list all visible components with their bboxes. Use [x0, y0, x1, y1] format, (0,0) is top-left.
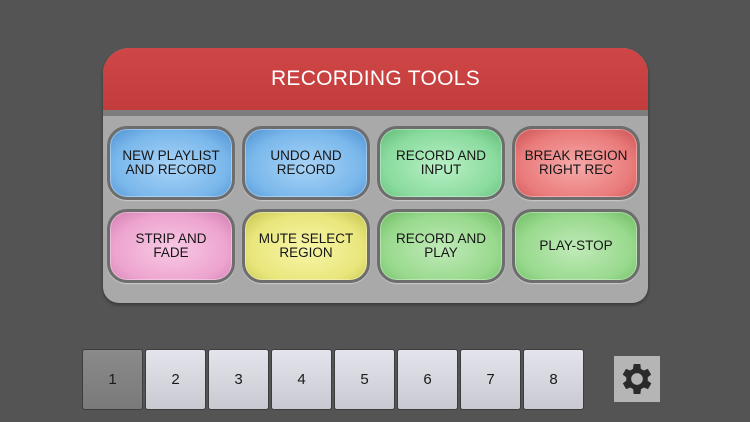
- page-tab-1[interactable]: 1: [82, 349, 143, 410]
- page-tab-6[interactable]: 6: [397, 349, 458, 410]
- record-and-input-button[interactable]: RECORD AND INPUT: [377, 126, 505, 200]
- recording-tools-panel: RECORDING TOOLS NEW PLAYLIST AND RECORD …: [103, 48, 648, 303]
- mute-select-region-button[interactable]: MUTE SELECT REGION: [242, 209, 370, 283]
- gear-icon: [622, 364, 652, 394]
- undo-and-record-button[interactable]: UNDO AND RECORD: [242, 126, 370, 200]
- page-tab-3[interactable]: 3: [208, 349, 269, 410]
- page-tab-4[interactable]: 4: [271, 349, 332, 410]
- page-tabs: 1 2 3 4 5 6 7 8: [82, 349, 584, 410]
- header-divider: [103, 110, 648, 116]
- record-and-play-button[interactable]: RECORD AND PLAY: [377, 209, 505, 283]
- page-tab-5[interactable]: 5: [334, 349, 395, 410]
- new-playlist-and-record-button[interactable]: NEW PLAYLIST AND RECORD: [107, 126, 235, 200]
- settings-button[interactable]: [614, 356, 660, 402]
- page-tab-2[interactable]: 2: [145, 349, 206, 410]
- page-tab-7[interactable]: 7: [460, 349, 521, 410]
- panel-title: RECORDING TOOLS: [103, 48, 648, 110]
- play-stop-button[interactable]: PLAY-STOP: [512, 209, 640, 283]
- strip-and-fade-button[interactable]: STRIP AND FADE: [107, 209, 235, 283]
- page-tab-8[interactable]: 8: [523, 349, 584, 410]
- break-region-right-rec-button[interactable]: BREAK REGION RIGHT REC: [512, 126, 640, 200]
- tool-button-grid: NEW PLAYLIST AND RECORD UNDO AND RECORD …: [107, 126, 644, 283]
